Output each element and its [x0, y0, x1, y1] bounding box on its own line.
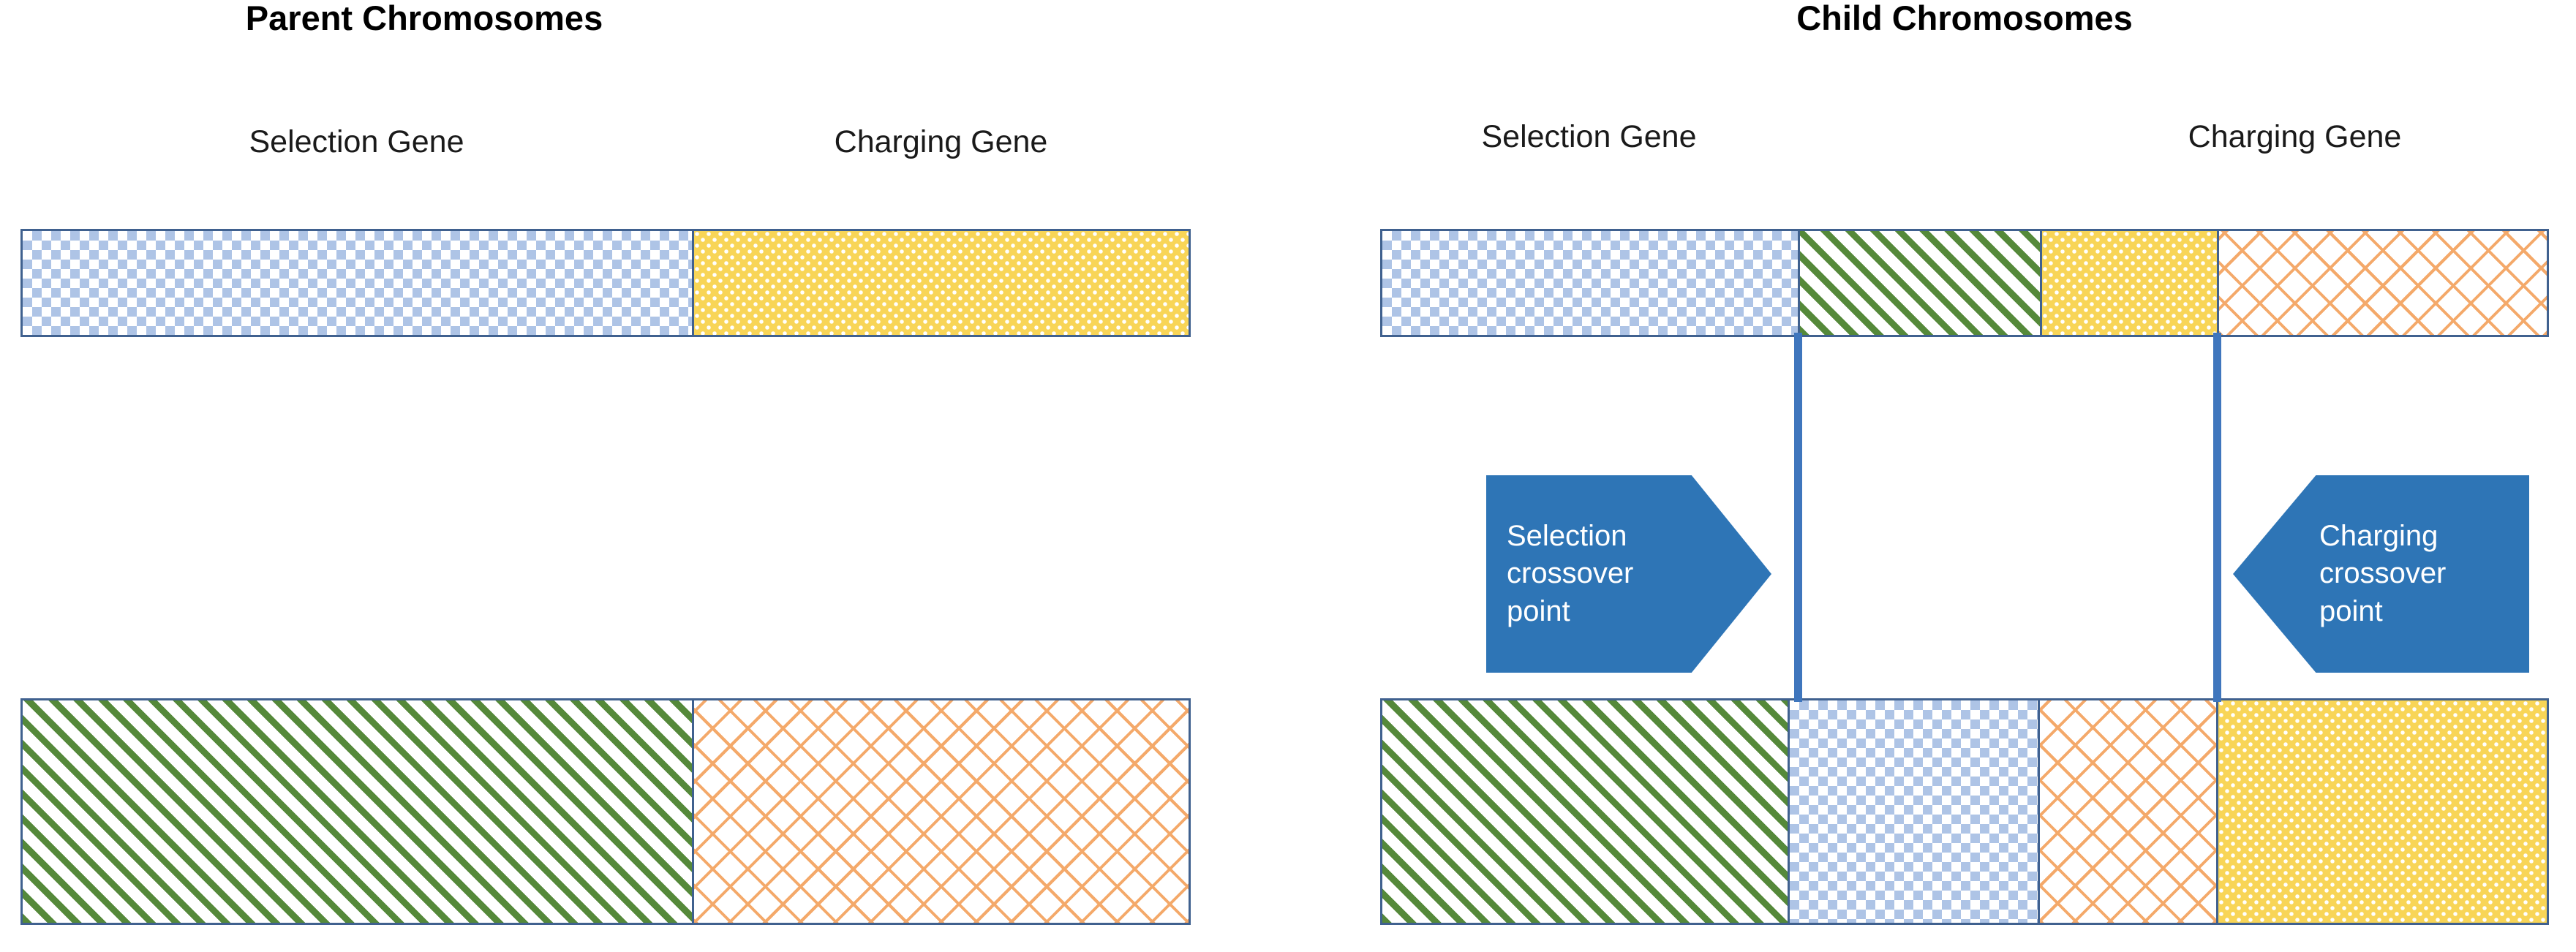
child1-segment-yellow	[2040, 231, 2218, 335]
parent2-selection-segment	[23, 700, 692, 923]
child2-segment-yellow	[2215, 700, 2547, 923]
parent1-selection-segment	[23, 231, 692, 335]
parent-charging-gene-label: Charging Gene	[834, 124, 1048, 159]
selection-callout-line-1: Selection	[1507, 520, 1627, 553]
charging-callout-line-2: crossover	[2319, 557, 2447, 590]
child-chromosome-1[interactable]	[1380, 229, 2549, 337]
child1-segment-orange	[2217, 231, 2547, 335]
parent2-charging-segment	[691, 700, 1189, 923]
selection-callout-line-3: point	[1507, 594, 1570, 627]
child-panel-title: Child Chromosomes	[1796, 0, 2133, 37]
child2-segment-blue	[1788, 700, 2038, 923]
child2-segment-orange	[2038, 700, 2216, 923]
charging-crossover-callout[interactable]: Charging crossover point	[2233, 475, 2529, 673]
selection-crossover-callout[interactable]: Selection crossover point	[1486, 475, 1771, 673]
charging-crossover-line	[2213, 333, 2221, 702]
parent-chromosome-1[interactable]	[20, 229, 1191, 337]
charging-callout-line-1: Charging	[2319, 520, 2438, 553]
child1-segment-blue	[1382, 231, 1799, 335]
child-selection-gene-label: Selection Gene	[1481, 119, 1697, 154]
child-charging-gene-label: Charging Gene	[2188, 119, 2402, 154]
selection-callout-line-2: crossover	[1507, 557, 1634, 590]
parent-chromosome-2[interactable]	[20, 698, 1191, 925]
child2-segment-green	[1382, 700, 1788, 923]
charging-callout-line-3: point	[2319, 594, 2383, 627]
parent1-charging-segment	[691, 231, 1189, 335]
parent-selection-gene-label: Selection Gene	[249, 124, 464, 159]
selection-crossover-line	[1794, 333, 1802, 702]
child-chromosome-2[interactable]	[1380, 698, 2549, 925]
child1-segment-green	[1798, 231, 2041, 335]
parent-panel-title: Parent Chromosomes	[245, 0, 603, 37]
